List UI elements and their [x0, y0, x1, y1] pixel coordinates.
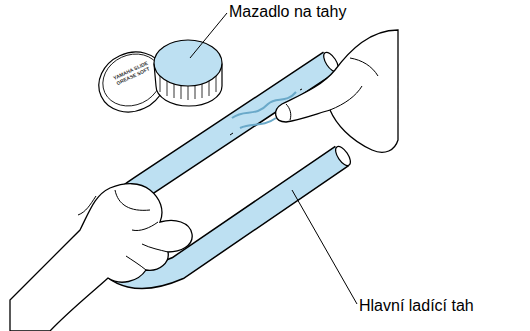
part-label: Mazadlo na tahy [229, 2, 346, 21]
grease-container [154, 40, 222, 106]
right-hand [276, 30, 398, 152]
finger-lines [286, 58, 378, 120]
leader-line [190, 13, 227, 58]
grease-surface [154, 40, 222, 86]
leader-line [292, 190, 357, 304]
left-hand [10, 184, 192, 331]
finger-lines [78, 190, 168, 270]
slide-end [333, 144, 354, 168]
hand-outline [10, 184, 192, 331]
hand-outline [276, 30, 398, 152]
part-label: Hlavní ladící tah [359, 296, 474, 315]
